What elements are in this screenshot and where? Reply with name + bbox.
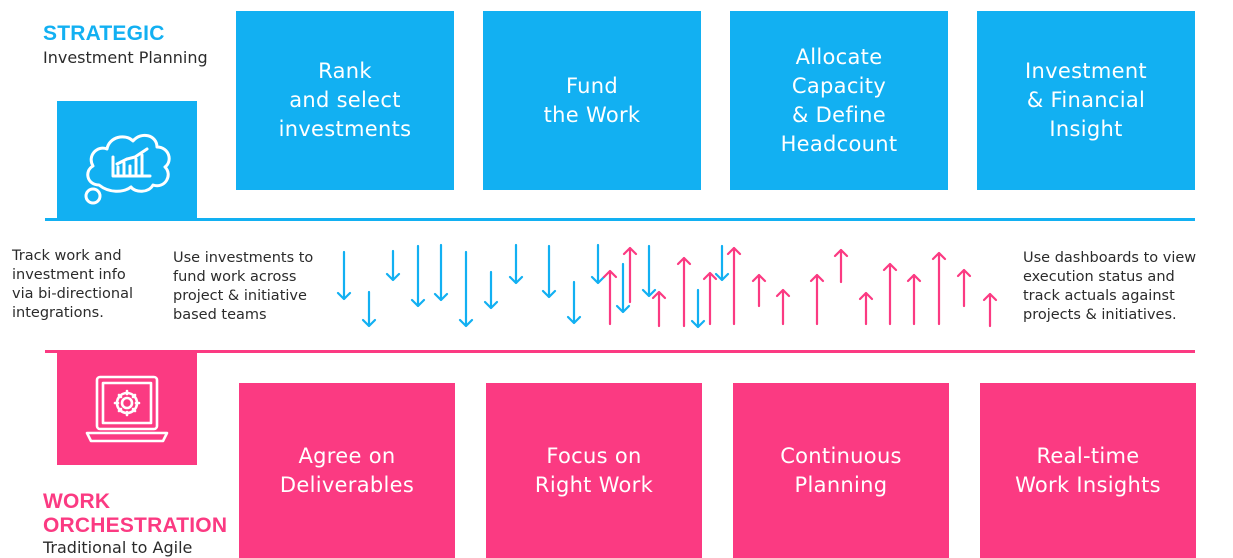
strategic-subtitle: Investment Planning	[43, 48, 208, 67]
arrow-down-icon	[361, 290, 377, 328]
dashboard-note: Use dashboards to view execution status …	[1023, 250, 1197, 323]
work-box-planning: Continuous Planning	[733, 383, 949, 558]
work-box-focus: Focus on Right Work	[486, 383, 702, 558]
strategic-box-allocate: Allocate Capacity & Define Headcount	[730, 11, 948, 190]
strategic-box-insight: Investment & Financial Insight	[977, 11, 1195, 190]
arrow-up-icon	[858, 291, 874, 326]
laptop-gear-icon	[85, 375, 169, 443]
work-box-insights: Real-time Work Insights	[980, 383, 1196, 558]
arrow-up-icon	[651, 290, 667, 328]
arrow-up-icon	[982, 292, 998, 328]
strategic-box-fund: Fund the Work	[483, 11, 701, 190]
arrow-down-icon	[714, 244, 730, 282]
arrow-up-icon	[882, 262, 898, 326]
work-divider	[45, 350, 1195, 353]
arrow-up-icon	[702, 271, 718, 326]
fund-work-note: Use investments to fund work across proj…	[173, 250, 314, 323]
strategic-box-rank: Rank and select investments	[236, 11, 454, 190]
arrow-up-icon	[833, 248, 849, 284]
arrow-up-icon	[726, 246, 742, 326]
arrow-down-icon	[385, 249, 401, 282]
arrow-up-icon	[676, 256, 692, 328]
integration-note: Track work and investment info via bi-di…	[12, 248, 134, 321]
arrow-down-icon	[508, 243, 524, 285]
arrow-up-icon	[906, 273, 922, 326]
arrow-up-icon	[956, 268, 972, 308]
arrow-field	[336, 243, 998, 329]
arrow-up-icon	[622, 246, 638, 304]
arrow-down-icon	[566, 280, 582, 325]
arrow-down-icon	[483, 270, 499, 310]
work-title-line1: WORK	[43, 490, 111, 513]
arrow-up-icon	[931, 251, 947, 326]
arrow-down-icon	[336, 250, 352, 301]
arrow-up-icon	[602, 269, 618, 326]
arrow-up-icon	[809, 273, 825, 326]
arrow-down-icon	[615, 262, 631, 314]
down-arrows	[336, 243, 730, 329]
cloud-chart-icon	[84, 133, 171, 205]
strategic-icon-panel	[57, 101, 197, 220]
arrow-down-icon	[433, 243, 449, 302]
work-box-deliverables: Agree on Deliverables	[239, 383, 455, 558]
work-title-line2: ORCHESTRATION	[43, 514, 228, 537]
arrow-down-icon	[458, 250, 474, 328]
strategic-divider	[45, 218, 1195, 221]
arrow-down-icon	[541, 244, 557, 299]
work-icon-panel	[57, 351, 197, 465]
up-arrows	[602, 246, 998, 328]
arrow-down-icon	[590, 243, 606, 285]
strategic-title: STRATEGIC	[43, 22, 165, 45]
work-subtitle: Traditional to Agile	[43, 538, 193, 557]
arrow-up-icon	[751, 273, 767, 308]
arrow-down-icon	[690, 288, 706, 329]
arrow-down-icon	[641, 244, 657, 298]
arrow-up-icon	[775, 288, 791, 326]
arrow-down-icon	[410, 244, 426, 308]
